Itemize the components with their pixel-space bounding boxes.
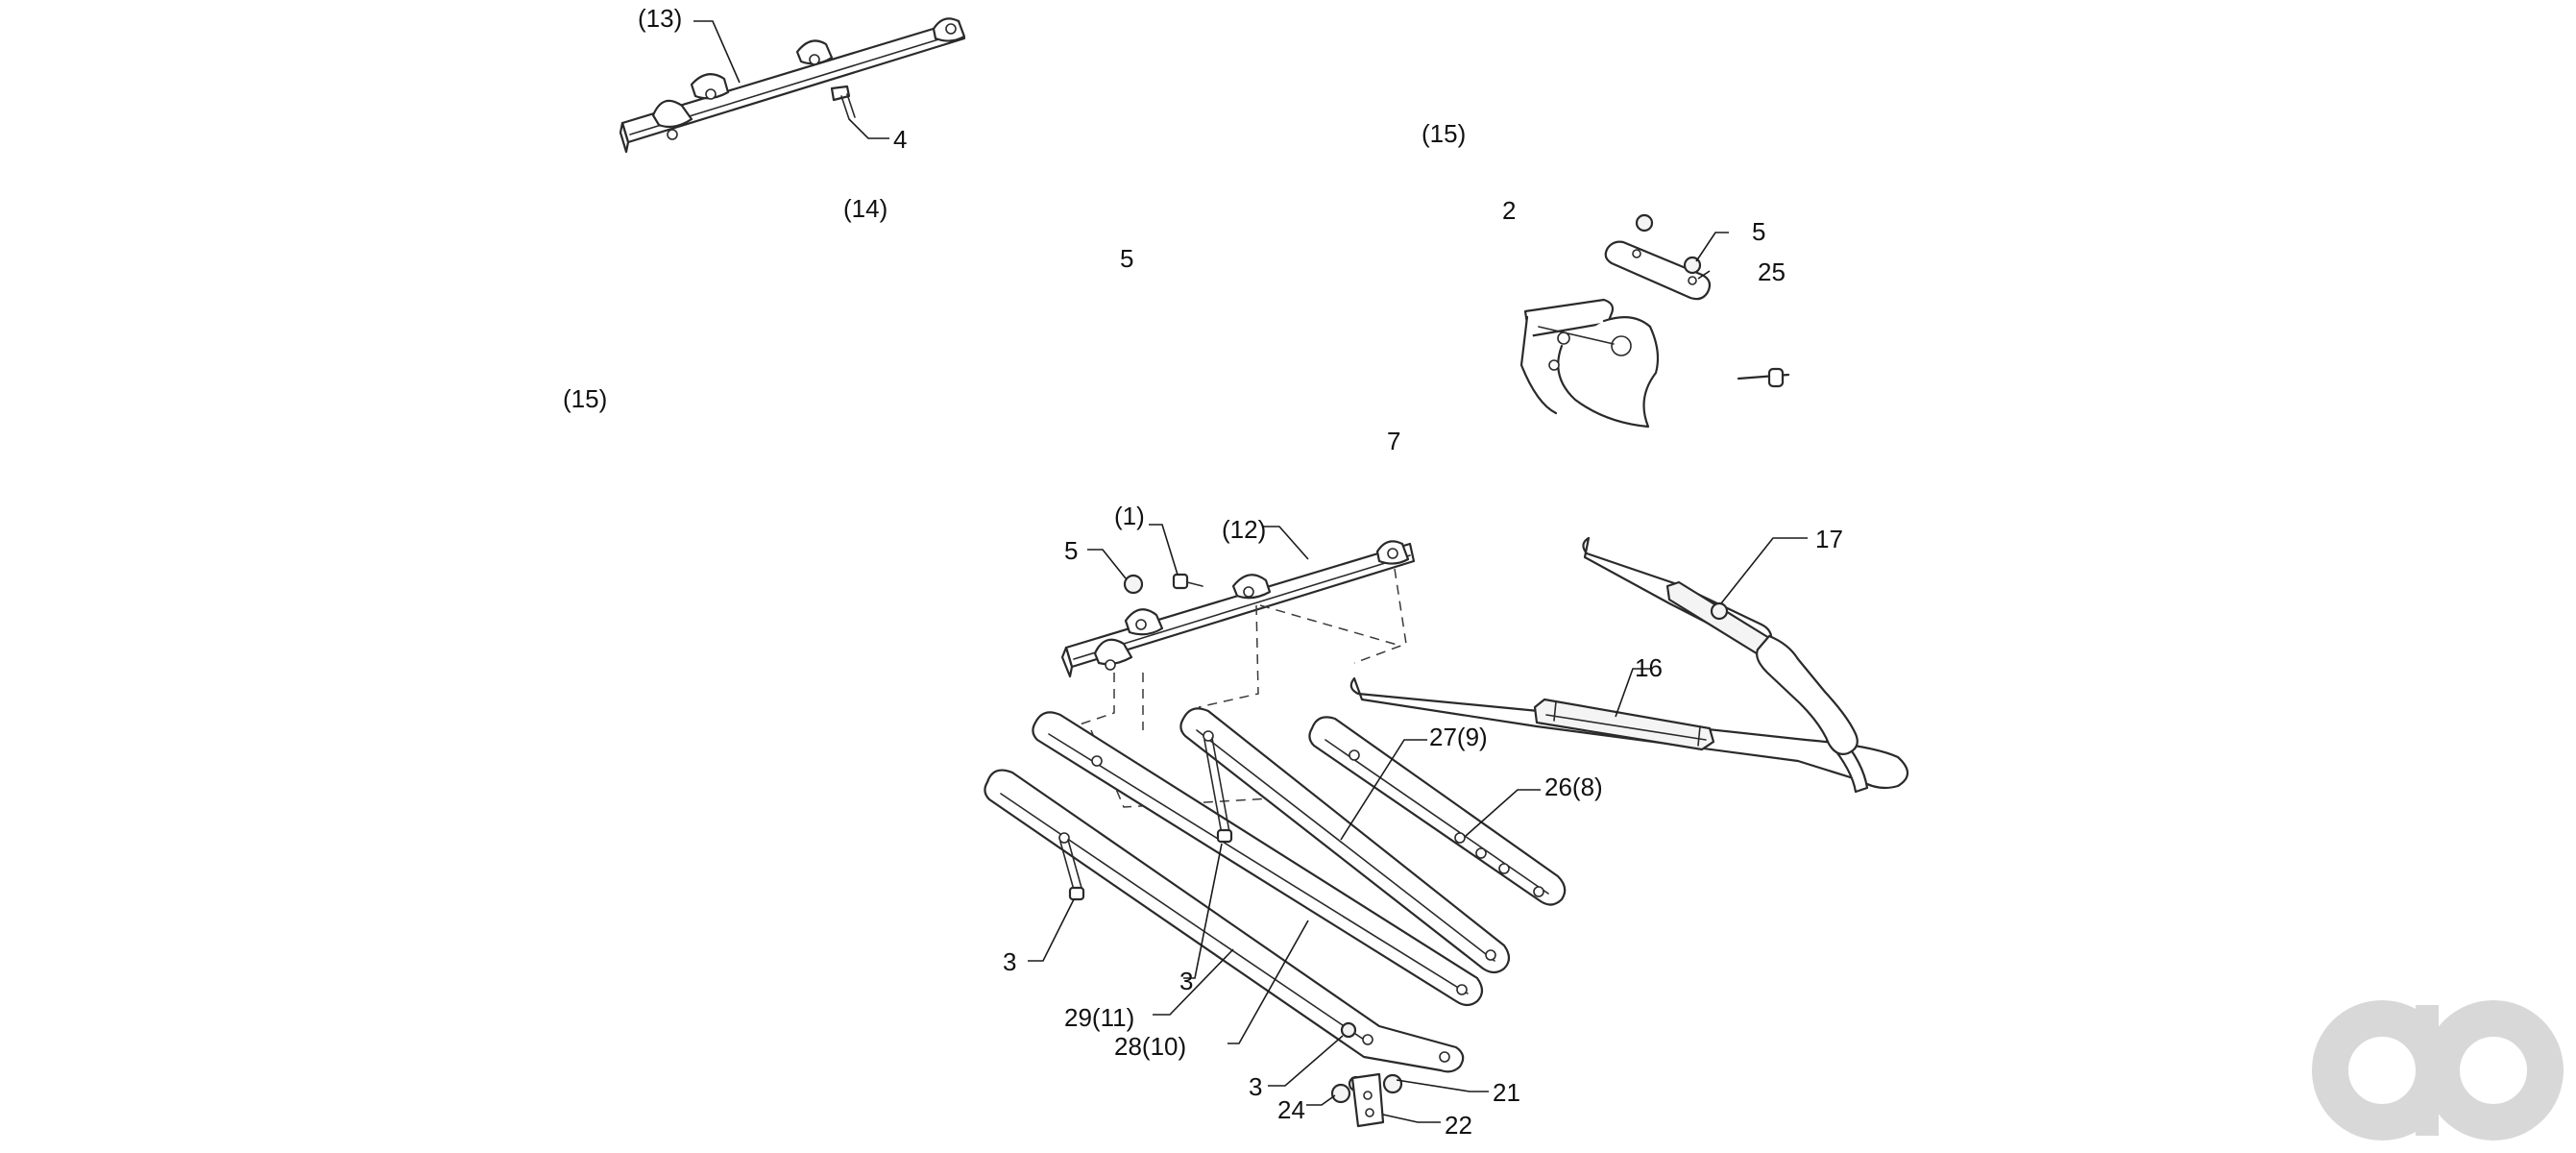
- leader-lines: [693, 20, 1808, 1123]
- label-21: 21: [1493, 1078, 1520, 1107]
- pivot-mount-detail: [1519, 213, 1790, 429]
- label-3-bottom: 3: [1249, 1072, 1262, 1101]
- clip-hardware: [1330, 1021, 1403, 1128]
- label-5-bar: 5: [1064, 536, 1078, 565]
- pin-3-middle: [1203, 737, 1233, 844]
- upper-mounting-bar: [619, 17, 966, 154]
- stabilizer-rod-17: [1582, 536, 1859, 755]
- label-3-middle: 3: [1179, 967, 1193, 995]
- label-24: 24: [1277, 1095, 1305, 1124]
- label-28-10: 28(10): [1114, 1032, 1186, 1061]
- label-15-right: (15): [1422, 119, 1466, 148]
- label-15-left: (15): [563, 384, 607, 413]
- label-3-left: 3: [1003, 947, 1016, 976]
- label-14: (14): [843, 194, 887, 223]
- label-2: 2: [1502, 196, 1516, 225]
- assembly-guide-lines: [1056, 568, 1407, 808]
- ao-logo-icon: [2312, 1000, 2564, 1141]
- stabilizer-rod-16: [1349, 676, 1909, 794]
- label-29-11: 29(11): [1064, 1003, 1134, 1032]
- label-16: 16: [1635, 653, 1663, 682]
- label-1: (1): [1114, 502, 1145, 530]
- stay-bar-26: [1308, 716, 1567, 906]
- stay-bar-28: [1032, 711, 1484, 1007]
- label-17: 17: [1815, 525, 1843, 553]
- label-13: (13): [638, 4, 682, 33]
- stay-bar-27: [1179, 707, 1511, 974]
- label-26-8: 26(8): [1544, 773, 1603, 801]
- label-4: 4: [893, 125, 907, 154]
- label-5-top: 5: [1120, 244, 1133, 273]
- pin-3-left: [1059, 839, 1085, 901]
- label-22: 22: [1445, 1111, 1472, 1140]
- label-25: 25: [1758, 258, 1786, 286]
- callout-labels: (13) 4 (14) (15) 5 2 5 25 (15) 7 (1) (12…: [563, 4, 1843, 1140]
- label-12: (12): [1222, 515, 1266, 544]
- label-7: 7: [1387, 427, 1400, 455]
- label-5-pivot: 5: [1752, 217, 1765, 246]
- label-27-9: 27(9): [1429, 723, 1488, 751]
- stay-bar-29: [984, 769, 1465, 1073]
- lower-mounting-bar: [1060, 540, 1416, 678]
